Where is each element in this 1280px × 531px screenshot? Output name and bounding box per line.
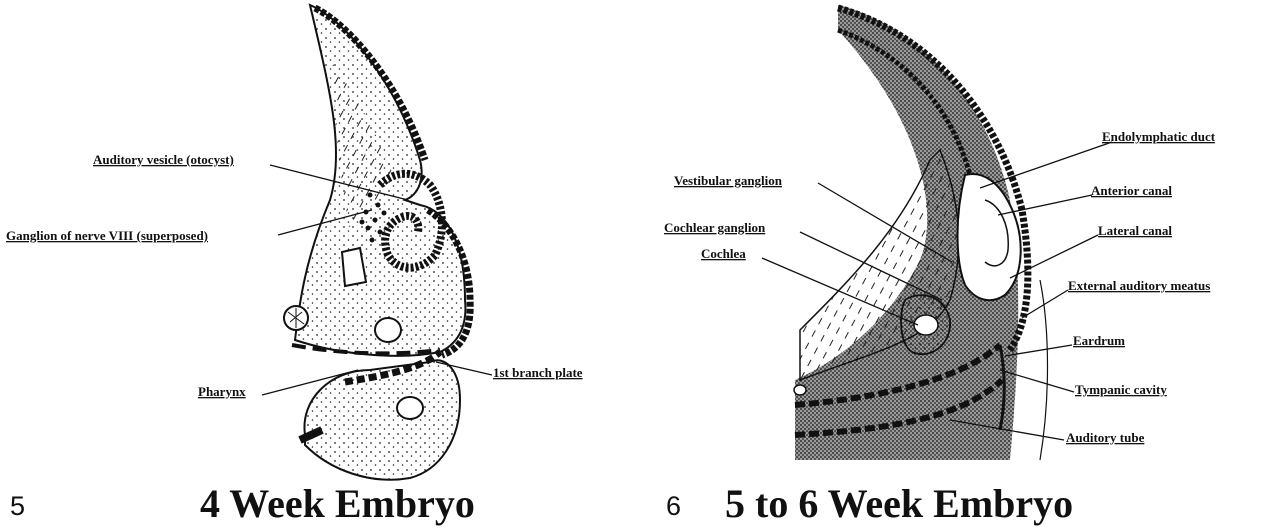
label-auditory-tube: Auditory tube	[1066, 430, 1145, 445]
ganglion-dots	[359, 192, 387, 243]
pouch-vessel	[396, 396, 424, 420]
label-eardrum: Eardrum	[1073, 333, 1125, 348]
pharynx-lining	[344, 349, 443, 386]
auditory-tube-lining	[794, 377, 1005, 438]
labyrinth	[956, 173, 1022, 302]
label-auditory-vesicle: Auditory vesicle (otocyst)	[93, 152, 234, 167]
label-ganglion-viii: Ganglion of nerve VIII (superposed)	[6, 228, 208, 243]
figure-number-6: 6	[666, 491, 681, 521]
pharynx-roof	[291, 343, 441, 356]
eardrum-line	[998, 344, 1006, 431]
figure-title-5-to-6-week: 5 to 6 Week Embryo	[725, 481, 1073, 526]
fig5-leaders	[261, 164, 493, 396]
label-1st-branch-plate: 1st branch plate	[493, 365, 583, 380]
figure-title-4-week: 4 Week Embryo	[200, 481, 475, 526]
body-wall-line	[1039, 279, 1049, 461]
figure-number-5: 5	[10, 491, 25, 521]
anterior-canal-shape	[984, 199, 1009, 267]
label-lateral-canal: Lateral canal	[1098, 223, 1172, 238]
fig6-leaders	[761, 141, 1113, 441]
vessel-round	[374, 317, 402, 343]
label-pharynx: Pharynx	[198, 384, 246, 399]
outer-epithelium	[313, 4, 474, 359]
label-cochlea: Cochlea	[701, 246, 746, 261]
label-anterior-canal: Anterior canal	[1091, 183, 1172, 198]
mesenchyme-hatch	[330, 60, 395, 230]
figure-5-to-6-week-embryo	[793, 4, 1049, 461]
vessel-square	[340, 246, 368, 288]
figure-4-week-embryo	[283, 3, 474, 481]
label-tympanic-cavity: Tympanic cavity	[1075, 382, 1167, 397]
label-endolymphatic-duct: Endolymphatic duct	[1102, 129, 1216, 144]
tympanic-lining-top	[794, 342, 1002, 408]
otocyst	[377, 169, 446, 272]
skin-inner	[837, 27, 978, 201]
label-external-auditory-meatus: External auditory meatus	[1068, 278, 1210, 293]
skin-outer	[837, 4, 1032, 352]
cochlear-duct	[913, 314, 939, 336]
pharyngeal-pouch	[303, 359, 462, 481]
label-vestibular-ganglion: Vestibular ganglion	[674, 173, 783, 188]
small-vessel	[793, 384, 807, 396]
label-cochlear-ganglion: Cochlear ganglion	[664, 220, 766, 235]
